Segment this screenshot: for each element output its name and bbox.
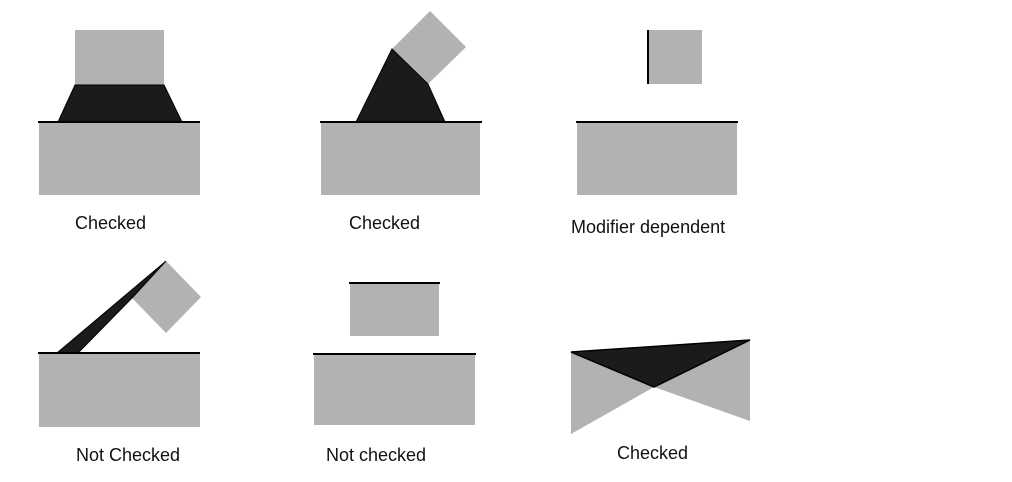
top-block	[75, 30, 164, 85]
top-block	[648, 30, 702, 84]
base-block	[577, 123, 737, 195]
right-wedge	[654, 340, 750, 421]
case-1-figure	[38, 30, 200, 195]
case-4-figure	[38, 260, 201, 427]
fillet-triangle	[570, 339, 751, 388]
top-block	[350, 284, 439, 336]
tilted-block	[392, 11, 466, 84]
case-5-label: Not checked	[326, 445, 427, 465]
case-1-label: Checked	[75, 213, 147, 233]
fillet-trapezoid	[57, 84, 183, 123]
base-block	[39, 354, 200, 427]
case-4-label: Not Checked	[76, 445, 181, 465]
case-6-label: Checked	[617, 443, 689, 463]
case-5-figure	[313, 282, 476, 425]
case-3-label: Modifier dependent	[571, 217, 726, 237]
base-block	[321, 123, 480, 195]
left-wedge	[571, 352, 654, 434]
tilted-block	[132, 261, 201, 333]
case-2-label: Checked	[349, 213, 421, 233]
base-block	[314, 355, 475, 425]
case-2-figure	[320, 11, 482, 195]
case-6-figure	[570, 339, 751, 434]
case-3-figure	[576, 30, 738, 195]
base-block	[39, 123, 200, 195]
